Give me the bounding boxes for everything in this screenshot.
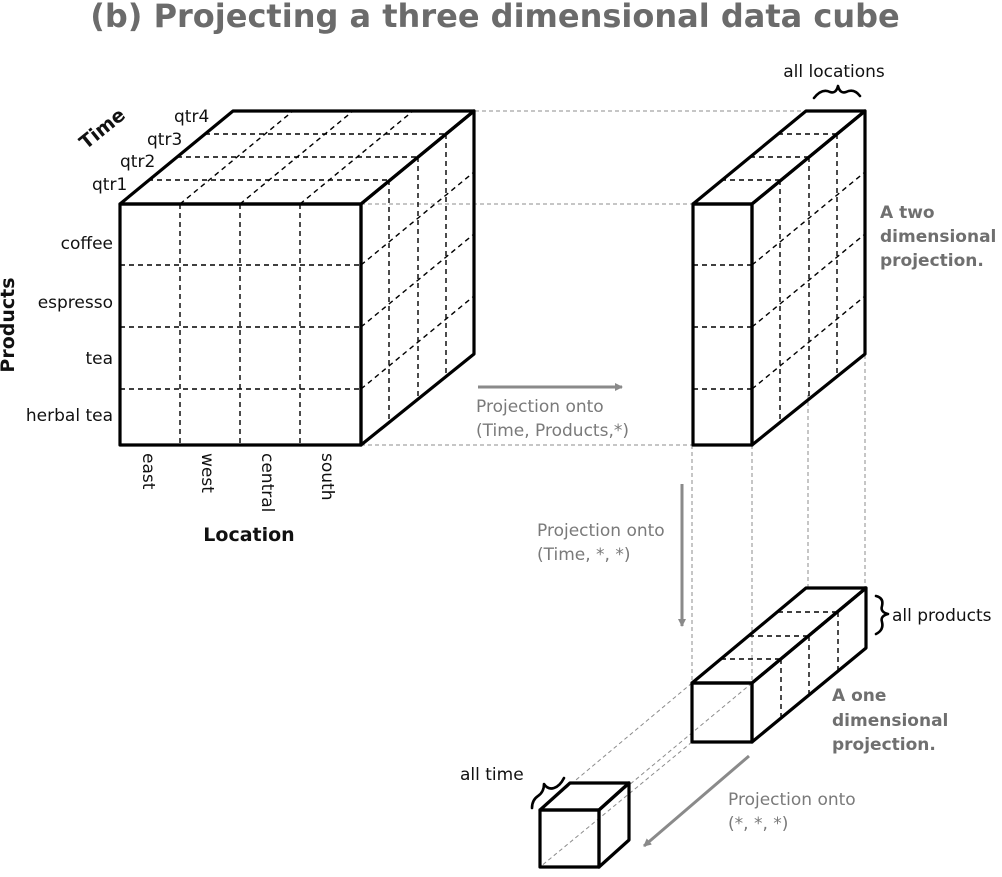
projection-arrow-apex	[643, 754, 750, 848]
product-value-herbal-tea: herbal tea	[26, 406, 113, 426]
projection-guide-lines	[361, 110, 866, 868]
all-products-label: all products	[892, 606, 992, 626]
time-value-qtr2: qtr2	[120, 152, 155, 172]
two-d-caption-line3: projection.	[880, 251, 984, 271]
time-value-qtr4: qtr4	[174, 107, 209, 127]
projection-2-line2: (Time, *, *)	[537, 545, 630, 565]
zero-dimensional-cell	[538, 781, 631, 869]
one-d-caption-line1: A one	[832, 686, 886, 706]
location-axis-label: Location	[203, 524, 294, 546]
projection-3-line2: (*, *, *)	[728, 814, 788, 834]
all-locations-label: all locations	[783, 62, 885, 82]
two-d-caption-line2: dimensional	[880, 227, 996, 247]
projection-1-line2: (Time, Products,*)	[476, 421, 629, 441]
location-value-east: east	[138, 453, 158, 490]
cube-grid-lines	[120, 110, 475, 445]
cube-side-face	[359, 109, 476, 447]
diagram-title: (b) Projecting a three dimensional data …	[90, 0, 899, 35]
all-products-brace	[874, 594, 890, 636]
one-d-caption-line3: projection.	[832, 735, 936, 755]
time-value-qtr3: qtr3	[147, 130, 182, 150]
two-dimensional-slab	[691, 109, 867, 447]
all-locations-brace	[812, 84, 862, 100]
products-axis-label: Products	[0, 277, 19, 372]
location-value-south: south	[317, 453, 337, 500]
bar-grid-lines	[721, 611, 839, 719]
all-time-label: all time	[460, 765, 524, 785]
all-time-brace	[530, 776, 566, 810]
projection-2-line1: Projection onto	[537, 521, 665, 541]
projection-1-line1: Projection onto	[476, 397, 604, 417]
one-dimensional-bar	[690, 586, 868, 744]
product-value-tea: tea	[85, 349, 113, 369]
product-value-espresso: espresso	[38, 293, 113, 313]
time-axis-label: Time	[75, 104, 129, 154]
slab-grid-lines	[693, 133, 866, 422]
two-d-caption-line1: A two	[880, 203, 935, 223]
main-data-cube	[118, 109, 476, 447]
one-d-caption-line2: dimensional	[832, 711, 948, 731]
location-value-west: west	[197, 453, 217, 493]
time-value-qtr1: qtr1	[92, 175, 127, 195]
location-value-central: central	[257, 453, 277, 512]
product-value-coffee: coffee	[61, 234, 113, 254]
projection-3-line1: Projection onto	[728, 790, 856, 810]
